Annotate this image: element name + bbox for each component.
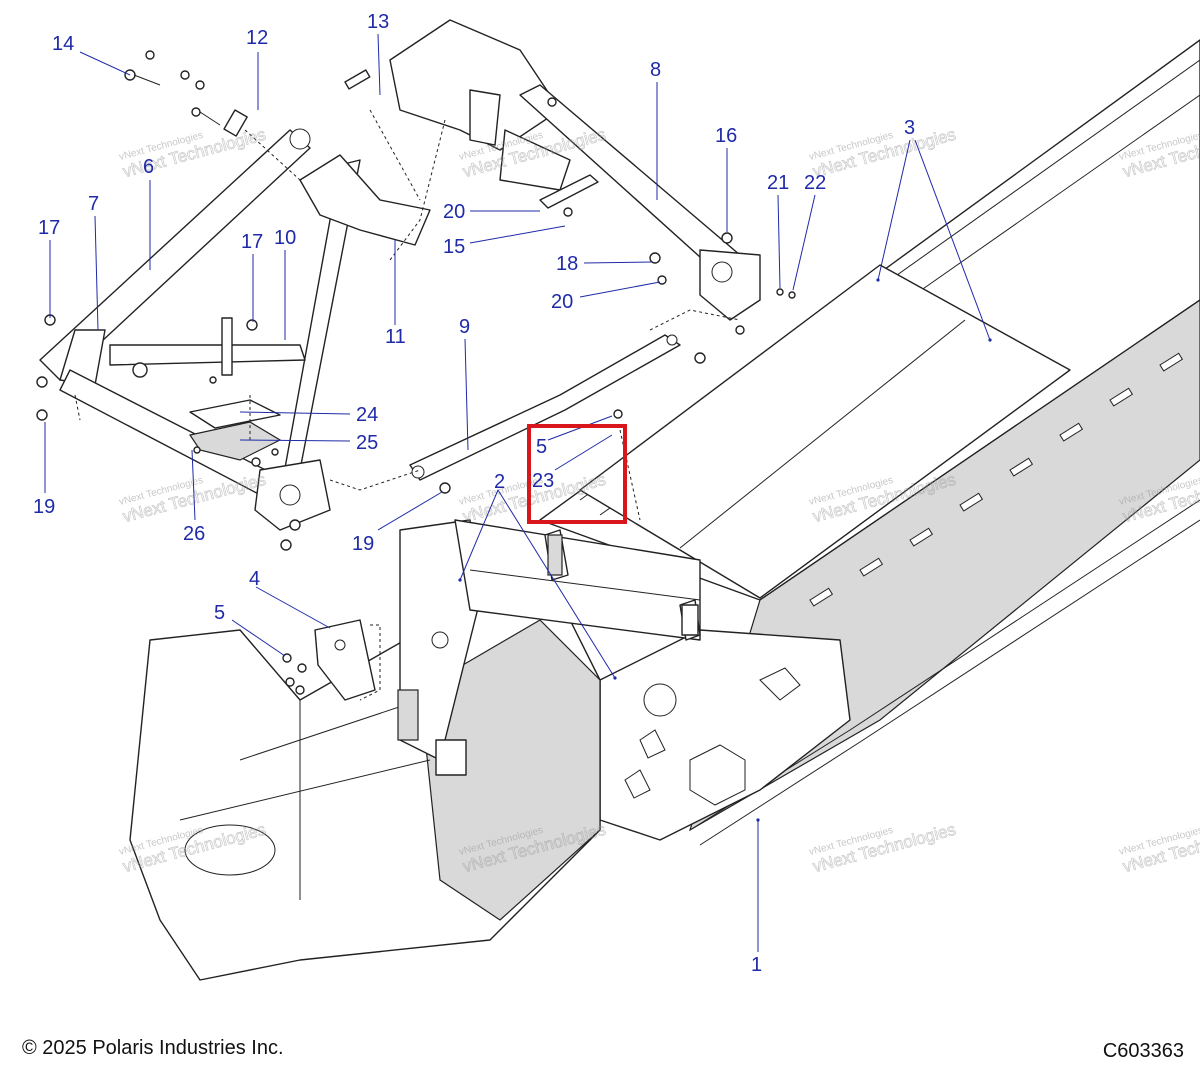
rod-9 bbox=[409, 334, 681, 481]
callout-26[interactable]: 26 bbox=[183, 523, 205, 545]
callout-19-center[interactable]: 19 bbox=[352, 533, 374, 555]
copyright-text: © 2025 Polaris Industries Inc. bbox=[22, 1037, 284, 1059]
callouts: 14 12 13 8 16 3 6 21 22 17 7 17 10 20 15… bbox=[33, 11, 915, 976]
callout-5-highlight[interactable]: 5 bbox=[536, 436, 547, 458]
callout-15[interactable]: 15 bbox=[443, 236, 465, 258]
callout-23[interactable]: 23 bbox=[532, 470, 554, 492]
callout-13[interactable]: 13 bbox=[367, 11, 389, 33]
callout-21[interactable]: 21 bbox=[767, 172, 789, 194]
callout-3[interactable]: 3 bbox=[904, 117, 915, 139]
callout-9[interactable]: 9 bbox=[459, 316, 470, 338]
bracket-4 bbox=[314, 619, 376, 701]
callout-17-left[interactable]: 17 bbox=[38, 217, 60, 239]
bulkhead-side-plate bbox=[599, 629, 851, 841]
assembly-dash-lines bbox=[74, 109, 741, 701]
callout-19-left[interactable]: 19 bbox=[33, 496, 55, 518]
callout-2[interactable]: 2 bbox=[494, 471, 505, 493]
callout-12[interactable]: 12 bbox=[246, 27, 268, 49]
callout-22[interactable]: 22 bbox=[804, 172, 826, 194]
leader-lines bbox=[44, 33, 991, 952]
callout-20-upper[interactable]: 20 bbox=[443, 201, 465, 223]
callout-18[interactable]: 18 bbox=[556, 253, 578, 275]
upper-frame bbox=[39, 128, 431, 531]
callout-17-mid[interactable]: 17 bbox=[241, 231, 263, 253]
leader-dots bbox=[458, 278, 992, 822]
callout-5-lower[interactable]: 5 bbox=[214, 602, 225, 624]
tunnel-slots bbox=[809, 352, 1184, 607]
highlight-box bbox=[527, 424, 627, 524]
front-frame bbox=[129, 519, 701, 981]
callout-6[interactable]: 6 bbox=[143, 156, 154, 178]
callout-24[interactable]: 24 bbox=[356, 404, 378, 426]
callout-14[interactable]: 14 bbox=[52, 33, 74, 55]
fasteners bbox=[36, 50, 796, 695]
callout-8[interactable]: 8 bbox=[650, 59, 661, 81]
callout-16[interactable]: 16 bbox=[715, 125, 737, 147]
steering-tower bbox=[389, 19, 761, 321]
callout-25[interactable]: 25 bbox=[356, 432, 378, 454]
callout-10[interactable]: 10 bbox=[274, 227, 296, 249]
callout-20-lower[interactable]: 20 bbox=[551, 291, 573, 313]
callout-1[interactable]: 1 bbox=[751, 954, 762, 976]
callout-11[interactable]: 11 bbox=[385, 326, 406, 348]
callout-7[interactable]: 7 bbox=[88, 193, 99, 215]
callout-4[interactable]: 4 bbox=[249, 568, 260, 590]
diagram-code: C603363 bbox=[1102, 1040, 1184, 1062]
